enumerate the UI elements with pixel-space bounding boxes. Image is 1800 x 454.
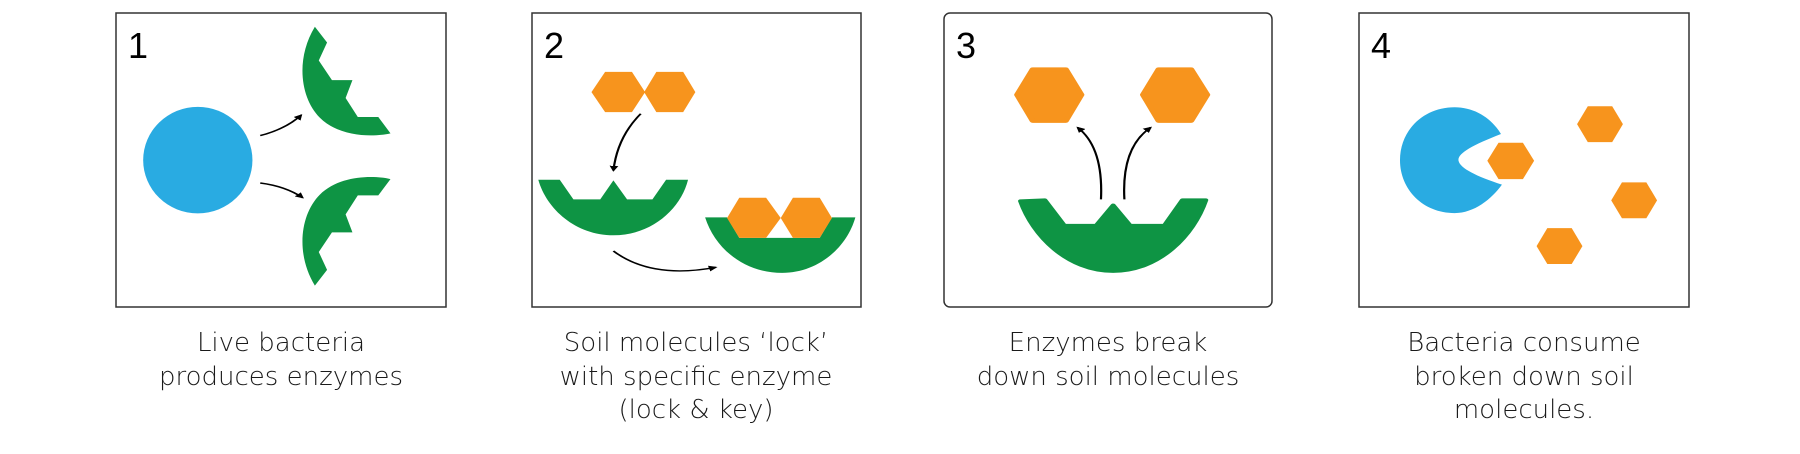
soil-molecule [1014, 67, 1085, 123]
panel-number: 2 [544, 25, 564, 66]
bacteria-cell [143, 106, 253, 214]
caption-line: with specific enzyme [560, 362, 833, 392]
soil-molecule [591, 71, 646, 113]
arrow-icon [260, 182, 304, 199]
soil-molecule [1536, 228, 1583, 265]
caption-line: (lock & key) [618, 395, 773, 425]
bacteria-consuming [1399, 107, 1502, 214]
arrow-icon [609, 113, 642, 172]
soil-molecule [727, 197, 781, 238]
arrow-icon [1076, 126, 1103, 200]
caption-line: Enzymes break [1009, 328, 1208, 358]
caption-line: produces enzymes [159, 362, 403, 392]
caption-line: Bacteria consume [1407, 328, 1641, 358]
soil-molecule [1611, 182, 1658, 219]
caption-line: down soil molecules [977, 362, 1240, 392]
caption-line: Soil molecules ‘lock’ [564, 328, 828, 358]
enzyme-shape [1018, 198, 1209, 273]
caption-line: molecules. [1454, 395, 1594, 425]
caption-line: Live bacteria [197, 328, 365, 358]
panel-number: 4 [1371, 25, 1391, 66]
arrow-icon [1123, 126, 1152, 200]
enzyme-molecule-complex [705, 217, 856, 273]
enzyme-shape [538, 179, 689, 236]
panel-number: 1 [128, 25, 148, 66]
enzyme-shape [302, 26, 391, 136]
arrow-icon [612, 250, 718, 272]
soil-molecule [1487, 142, 1535, 180]
soil-molecule [1139, 67, 1211, 123]
panel-number: 3 [956, 25, 976, 66]
arrow-icon [259, 114, 303, 137]
soil-molecule [644, 71, 696, 113]
soil-molecule [1577, 106, 1623, 143]
soil-molecule [780, 197, 832, 238]
caption-line: broken down soil [1414, 362, 1634, 392]
